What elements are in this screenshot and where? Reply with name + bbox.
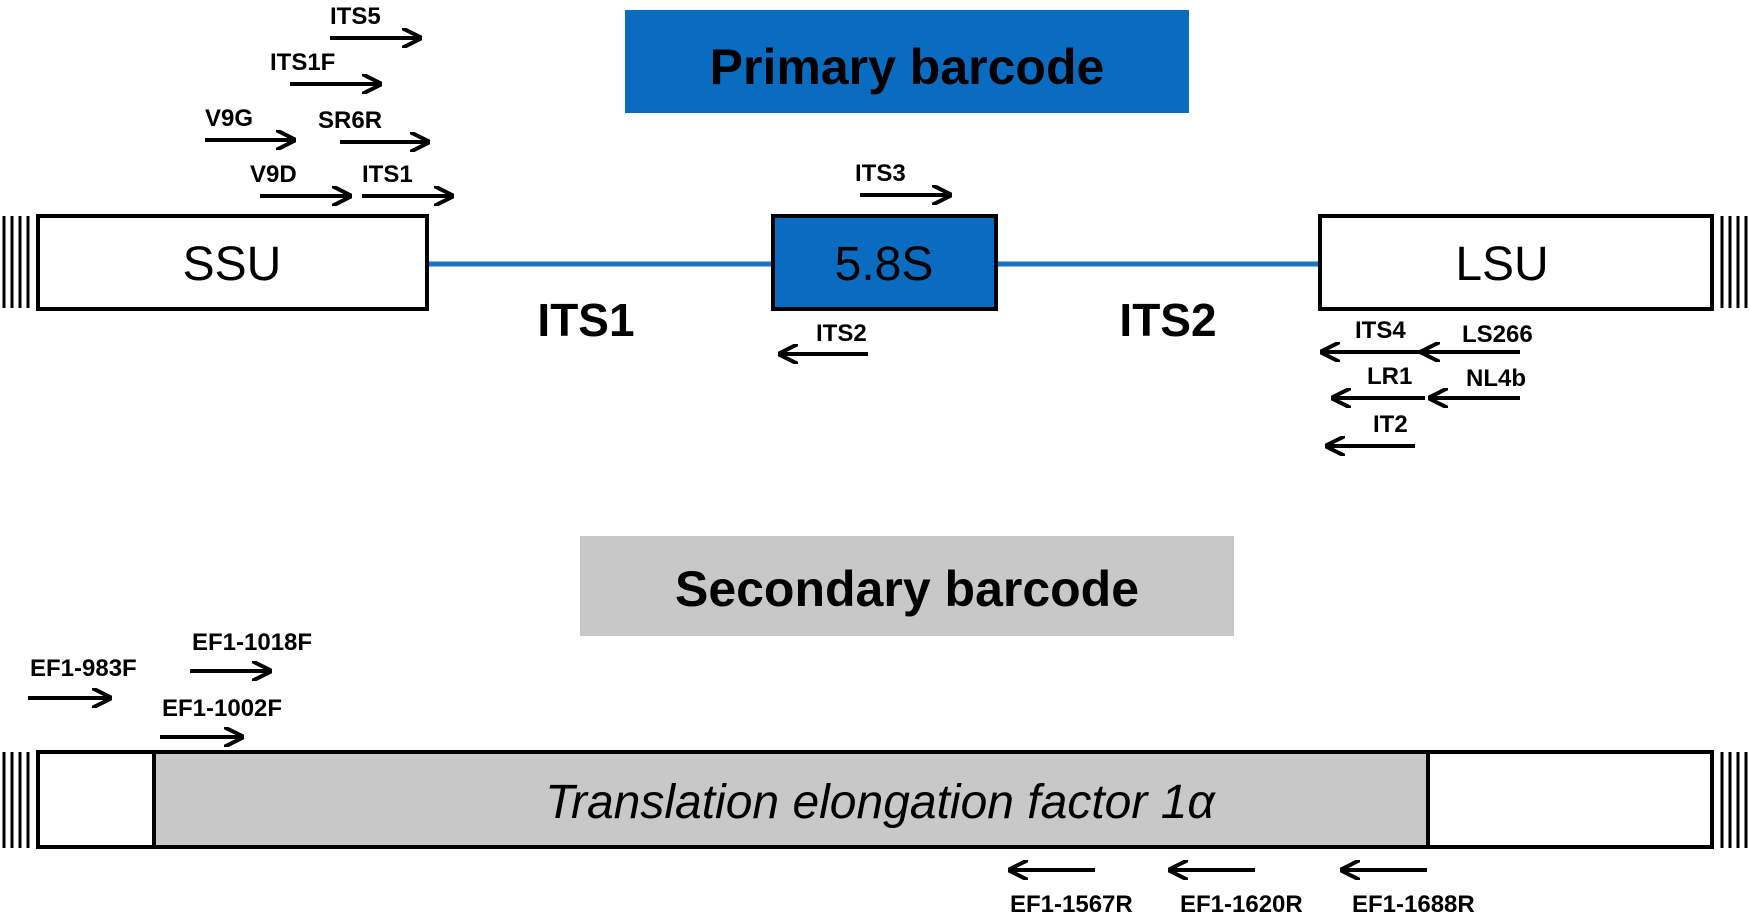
- ef1620r-label: EF1-1620R: [1180, 891, 1303, 918]
- ls266-label: LS266: [1462, 321, 1533, 348]
- ef983f-label: EF1-983F: [30, 655, 137, 682]
- lsu-box: [1318, 214, 1714, 311]
- its1-primer-label: ITS1: [362, 161, 413, 188]
- lsu-label: LSU: [1455, 238, 1548, 291]
- ef1688r-label: EF1-1688R: [1352, 891, 1475, 918]
- primary-title-bg: [625, 10, 1189, 113]
- v9g-label: V9G: [205, 105, 253, 132]
- v9d-label: V9D: [250, 161, 297, 188]
- secondary-title-bg: [580, 536, 1234, 636]
- ssu-box: [36, 214, 429, 311]
- its5-label: ITS5: [330, 3, 381, 30]
- secondary-left-ticks: [2, 752, 30, 848]
- sr6r-label: SR6R: [318, 107, 382, 134]
- it2-label: IT2: [1373, 411, 1408, 438]
- its3-label: ITS3: [855, 160, 906, 187]
- s58-box: [771, 214, 998, 311]
- tef-gene-box: [152, 750, 1430, 849]
- primary-right-ticks: [1720, 216, 1748, 308]
- its2-primer-label: ITS2: [816, 320, 867, 347]
- primary-title: Primary barcode: [710, 39, 1105, 95]
- lr1-label: LR1: [1367, 363, 1412, 390]
- its4-label: ITS4: [1355, 317, 1406, 344]
- s58-label: 5.8S: [835, 238, 934, 291]
- its2-region-label: ITS2: [1119, 294, 1216, 346]
- ssu-label: SSU: [183, 238, 282, 291]
- nl4b-label: NL4b: [1466, 365, 1526, 392]
- primary-left-ticks: [2, 216, 30, 308]
- ef1002f-label: EF1-1002F: [162, 695, 282, 722]
- ef1567r-label: EF1-1567R: [1010, 891, 1133, 918]
- secondary-title: Secondary barcode: [675, 561, 1139, 617]
- secondary-right-ticks: [1720, 752, 1748, 848]
- ef1018f-label: EF1-1018F: [192, 629, 312, 656]
- its1f-label: ITS1F: [270, 49, 335, 76]
- tef-gene-label: Translation elongation factor 1α: [545, 776, 1216, 829]
- its1-region-label: ITS1: [537, 294, 634, 346]
